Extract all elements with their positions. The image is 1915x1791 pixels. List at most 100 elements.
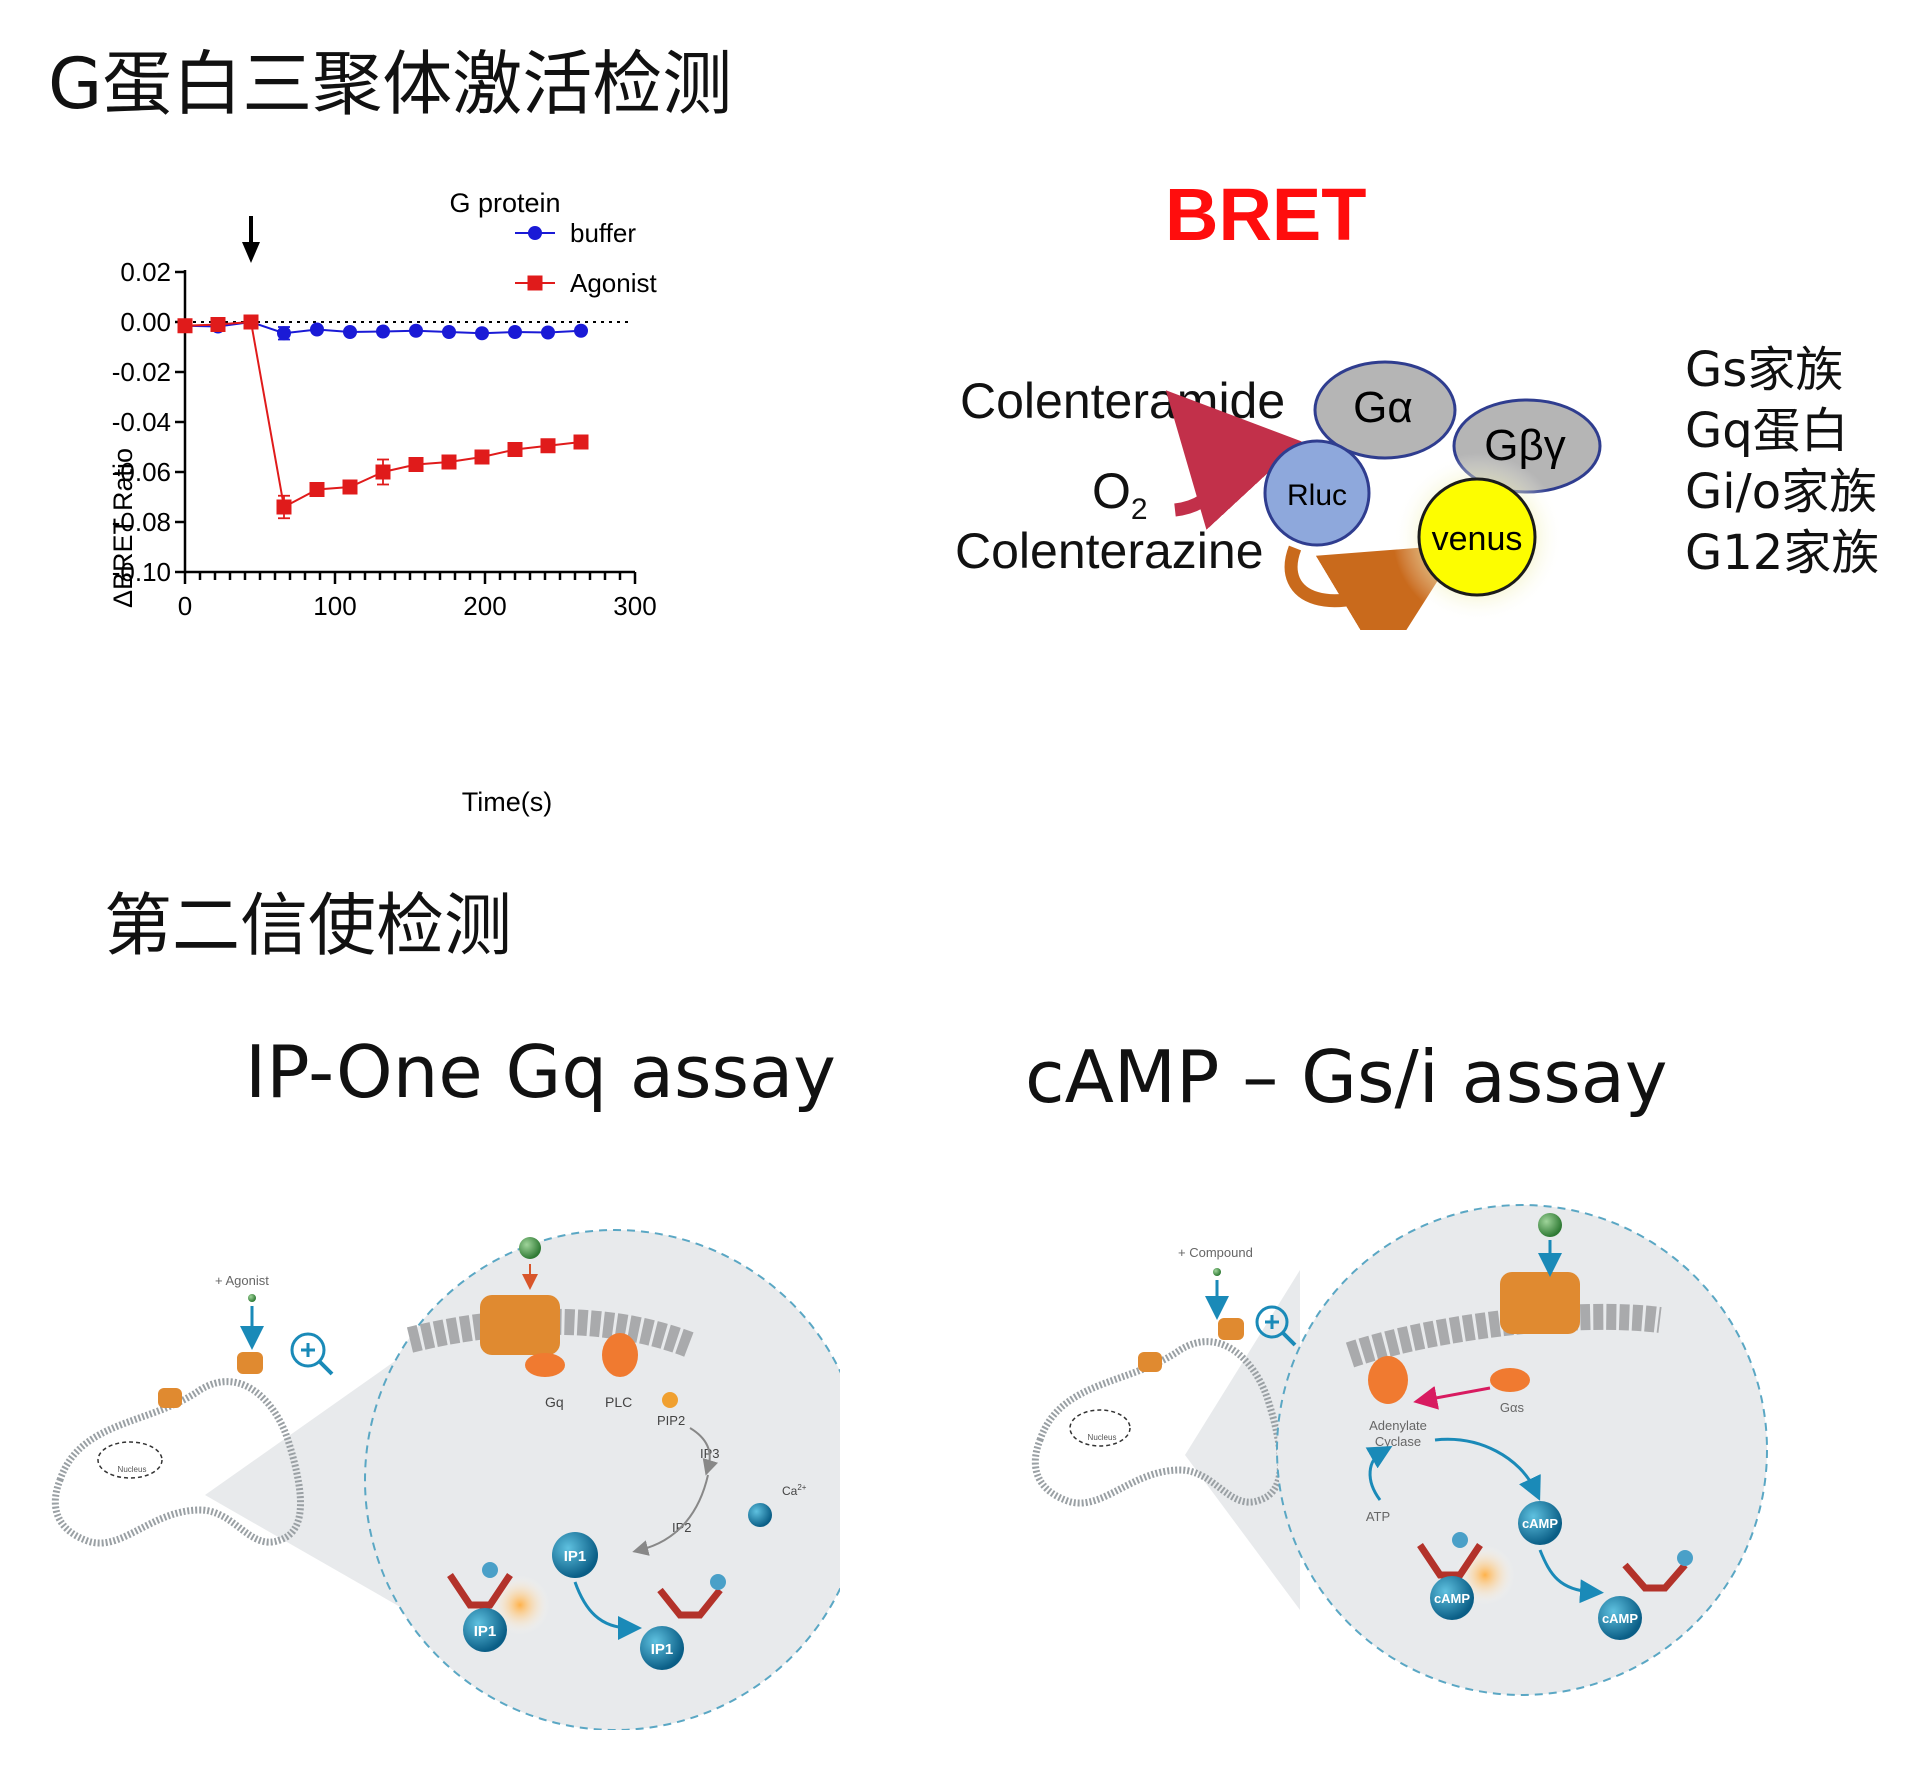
gpcr-receptor [480, 1295, 560, 1355]
x-tick-label: 200 [463, 591, 506, 621]
zoom-in-icon-handle [318, 1360, 334, 1376]
data-point-buffer [508, 325, 522, 339]
receptor-small [1218, 1318, 1244, 1340]
donor-label [710, 1574, 726, 1590]
oxygen-symbol: O [1092, 463, 1131, 519]
nucleus [97, 1441, 163, 1479]
agonist-ligand [519, 1237, 541, 1259]
ip-one-assay-illustration: Nucleus + Agonist Gq PLC PIP2 IP3 Ca2+ I… [51, 1229, 840, 1730]
data-point-agonist [573, 434, 589, 450]
zoom-in-icon-handle [1281, 1331, 1297, 1347]
camp-molecule [1430, 1576, 1474, 1620]
zoom-cone [1185, 1270, 1300, 1610]
data-point-agonist [408, 457, 424, 472]
x-axis-label: Time(s) [462, 787, 552, 817]
ip1-label: IP1 [651, 1641, 674, 1658]
family-item: Gs家族 [1685, 342, 1844, 398]
g-protein-family-list: Gs家族 Gq蛋白 Gi/o家族 G12家族 [1685, 340, 1879, 584]
legend-marker [528, 226, 542, 240]
cell-membrane [1031, 1338, 1284, 1507]
anti-camp-antibody [1417, 1543, 1483, 1579]
legend-label: Agonist [570, 268, 657, 298]
camp-label: cAMP [1522, 1516, 1558, 1531]
donor-label [1677, 1550, 1693, 1566]
oxidation-arrow [1165, 390, 1302, 530]
compound-ligand [1538, 1213, 1562, 1237]
x-tick-label: 0 [178, 591, 192, 621]
y-tick-label: 0.00 [120, 307, 171, 337]
rluc-donor [1263, 439, 1371, 547]
ip1-molecule [463, 1608, 507, 1652]
calcium-charge: 2+ [797, 1483, 806, 1492]
y-tick-label: -0.02 [112, 357, 171, 387]
pip2-to-ip3-arrow [689, 1427, 718, 1476]
camp-assay-title: cAMP – Gs/i assay [1025, 1035, 1668, 1119]
chart-series [177, 314, 589, 520]
fret-glow [490, 1575, 550, 1635]
legend-marker [527, 275, 543, 291]
g-alpha-subunit [1313, 360, 1457, 460]
er-calcium-store [748, 1503, 772, 1527]
legend-label: buffer [570, 218, 636, 248]
y-axis-label: ΔBRET Ratio [108, 448, 138, 608]
ip1-molecule [552, 1532, 598, 1578]
anti-camp-antibody [1622, 1562, 1688, 1592]
calcium-symbol: Ca [782, 1484, 798, 1498]
data-point-buffer [310, 322, 324, 337]
bret-complex-diagram: Gα Gβγ venus Rluc [1165, 360, 1602, 630]
gas-label: Gαs [1500, 1400, 1525, 1415]
y-tick-label: -0.10 [112, 557, 171, 587]
agonist-ligand [248, 1294, 256, 1302]
gq-protein [525, 1353, 565, 1377]
colenterazine-label: Colenterazine [955, 523, 1264, 579]
g-protein-bret-chart: G protein ΔBRET Ratio Time(s) 0.020.00-0… [108, 188, 657, 817]
calcium-label: Ca2+ [782, 1483, 807, 1498]
bret-title: BRET [1165, 173, 1367, 256]
data-point-buffer [376, 324, 390, 339]
data-point-buffer [442, 325, 456, 339]
receptor-small [1138, 1352, 1162, 1372]
data-point-agonist [210, 317, 226, 332]
data-point-buffer [343, 325, 357, 339]
oxygen-label: O2 [1092, 462, 1148, 527]
donor-label [1452, 1532, 1468, 1548]
camp-assay-illustration: Nucleus + Compound Gαs Adenylate Cyclase… [1031, 1204, 1768, 1696]
rluc-label: Rluc [1287, 479, 1347, 512]
agonist-addition-arrowhead [242, 242, 260, 263]
ip1-label: IP1 [474, 1623, 497, 1640]
competition-arrow [573, 1581, 642, 1640]
data-point-agonist [474, 449, 490, 465]
plc-label: PLC [605, 1394, 632, 1410]
nucleus-label: Nucleus [118, 1465, 147, 1474]
zoom-in-icon [1255, 1305, 1289, 1339]
section-title-g-protein: G蛋白三聚体激活检测 [48, 43, 733, 125]
nucleus-label: Nucleus [1088, 1433, 1117, 1442]
activation-arrow [1413, 1386, 1491, 1410]
camp-label: cAMP [1434, 1591, 1470, 1606]
plc-enzyme [602, 1333, 638, 1377]
data-point-buffer [475, 326, 489, 341]
camp-production-arrow [1434, 1437, 1541, 1501]
adenylate-cyclase [1368, 1356, 1408, 1404]
venus-acceptor [1417, 477, 1537, 597]
data-point-agonist [276, 499, 292, 515]
data-point-agonist [375, 464, 391, 480]
camp-label: cAMP [1602, 1611, 1638, 1626]
ip1-label: IP1 [564, 1548, 587, 1565]
receptor-small [237, 1352, 263, 1374]
x-tick-label: 300 [613, 591, 656, 621]
data-point-agonist [309, 482, 325, 497]
anti-ip1-antibody [447, 1573, 513, 1609]
section-title-second-messenger: 第二信使检测 [104, 887, 513, 966]
chart-title: G protein [449, 188, 560, 218]
competition-arrow [1538, 1549, 1604, 1604]
data-point-buffer [541, 325, 555, 340]
adenylate-label: Adenylate [1369, 1418, 1427, 1433]
anti-ip1-antibody [657, 1587, 723, 1619]
data-point-buffer [277, 326, 291, 341]
pip2-molecule [662, 1392, 678, 1408]
pip2-label: PIP2 [657, 1413, 685, 1428]
family-item: G12家族 [1685, 525, 1880, 581]
